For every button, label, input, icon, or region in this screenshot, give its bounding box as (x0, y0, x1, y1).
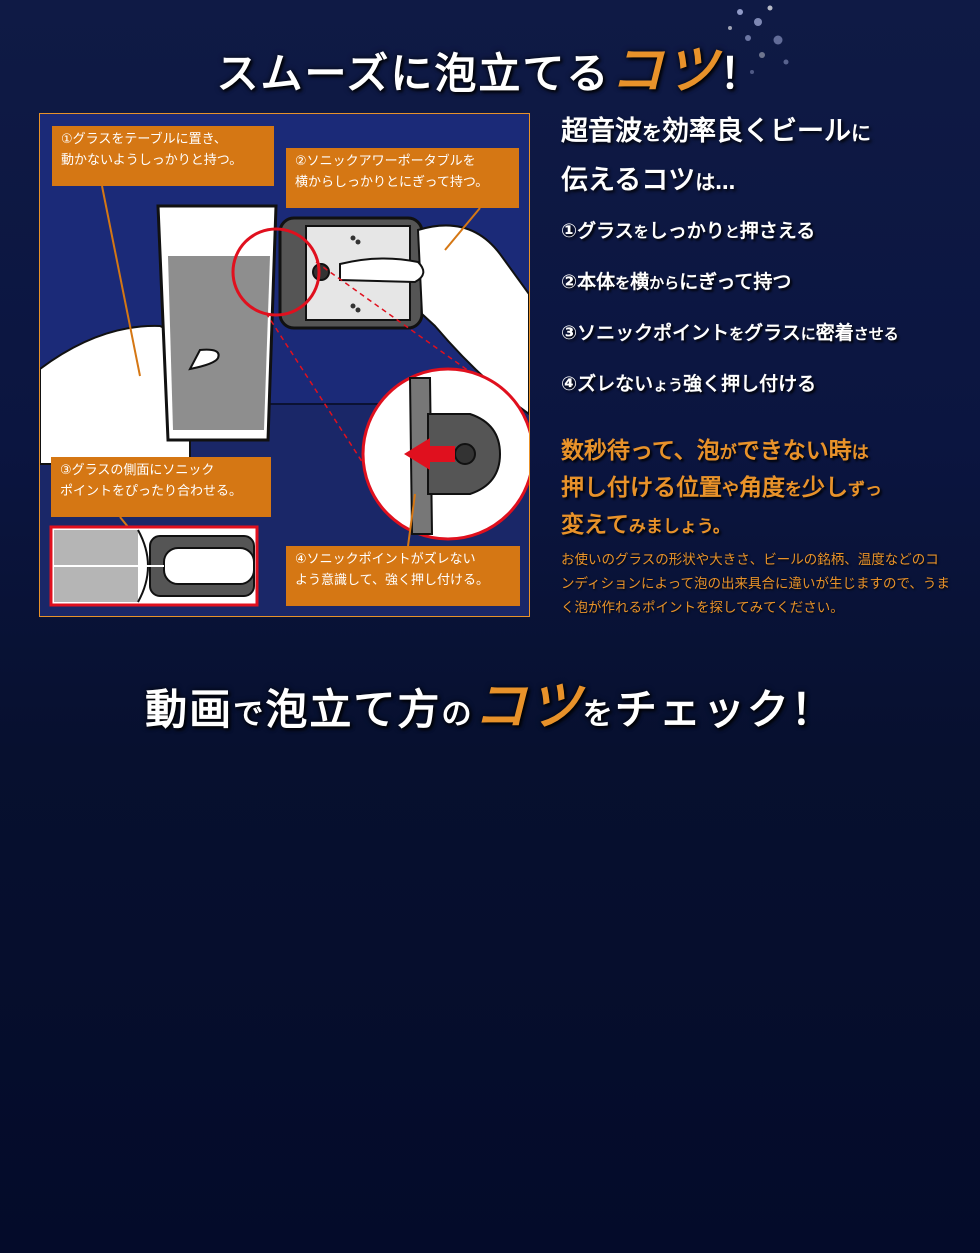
highlight-circle-icon (231, 227, 321, 317)
bottom-heading-text: 動画 (145, 685, 234, 734)
arrow-left-icon (404, 438, 455, 470)
bottom-heading-text: で (233, 697, 266, 732)
tips-headline: 超音波を効率良くビールに 伝えるコツは… (561, 108, 961, 206)
callout-step-1: ①グラスをテーブルに置き、 動かないようしっかりと持つ。 (52, 126, 274, 186)
tip-item-2: ②本体を横からにぎって持つ (561, 271, 792, 293)
top-heading: スムーズに泡立てるコツ！ (0, 28, 980, 104)
bottom-heading-text: の (441, 697, 474, 732)
headline-text: 伝えるコツ (561, 165, 696, 196)
callout-step-2: ②ソニックアワーポータブルを 横からしっかりとにぎって持つ。 (286, 148, 519, 208)
usage-illustration: ①グラスをテーブルに置き、 動かないようしっかりと持つ。 ②ソニックアワーポータ… (39, 113, 530, 617)
tip-item-1: ①グラスをしっかりと押さえる (561, 220, 816, 242)
tips-column: 超音波を効率良くビールに 伝えるコツは… ①グラスをしっかりと押さえる ②本体を… (561, 108, 961, 616)
bottom-heading-accent: コツ (473, 676, 583, 737)
headline-text: を (642, 121, 662, 145)
headline-text: 超音波 (561, 116, 642, 147)
headline-text: は… (695, 170, 736, 194)
tip-item-3: ③ソニックポイントをグラスに密着させる (561, 322, 899, 344)
bottom-heading-suffix: ！ (790, 685, 835, 734)
bottom-heading: 動画で泡立て方のコツをチェック！ (0, 664, 980, 740)
advice-note: お使いのグラスの形状や大きさ、ビールの銘柄、温度などのコンディションによって泡の… (561, 552, 950, 616)
headline-text: に (851, 121, 871, 145)
bottom-heading-text: 泡立て方 (265, 685, 442, 734)
bottom-heading-text: チェック (614, 685, 791, 734)
right-hand-icon (416, 224, 529, 416)
callout-step-3: ③グラスの側面にソニック ポイントをぴったり合わせる。 (51, 457, 271, 517)
bubbles-decoration-icon (728, 5, 789, 74)
top-heading-accent: コツ (610, 40, 720, 101)
tip-item-4: ④ズレないょう強く押し付ける (561, 373, 817, 395)
callout-step-4: ④ソニックポイントがズレない よう意識して、強く押し付ける。 (286, 546, 520, 606)
headline-text: 効率良くビール (662, 116, 851, 147)
bottom-heading-text: を (582, 697, 615, 732)
advice-text: 数秒待って、泡ができない時は 押し付ける位置や角度を少しずっ 変えてみましょう。 (561, 438, 882, 538)
top-heading-text: スムーズに泡立てる (216, 49, 611, 98)
top-heading-suffix: ！ (719, 49, 764, 98)
